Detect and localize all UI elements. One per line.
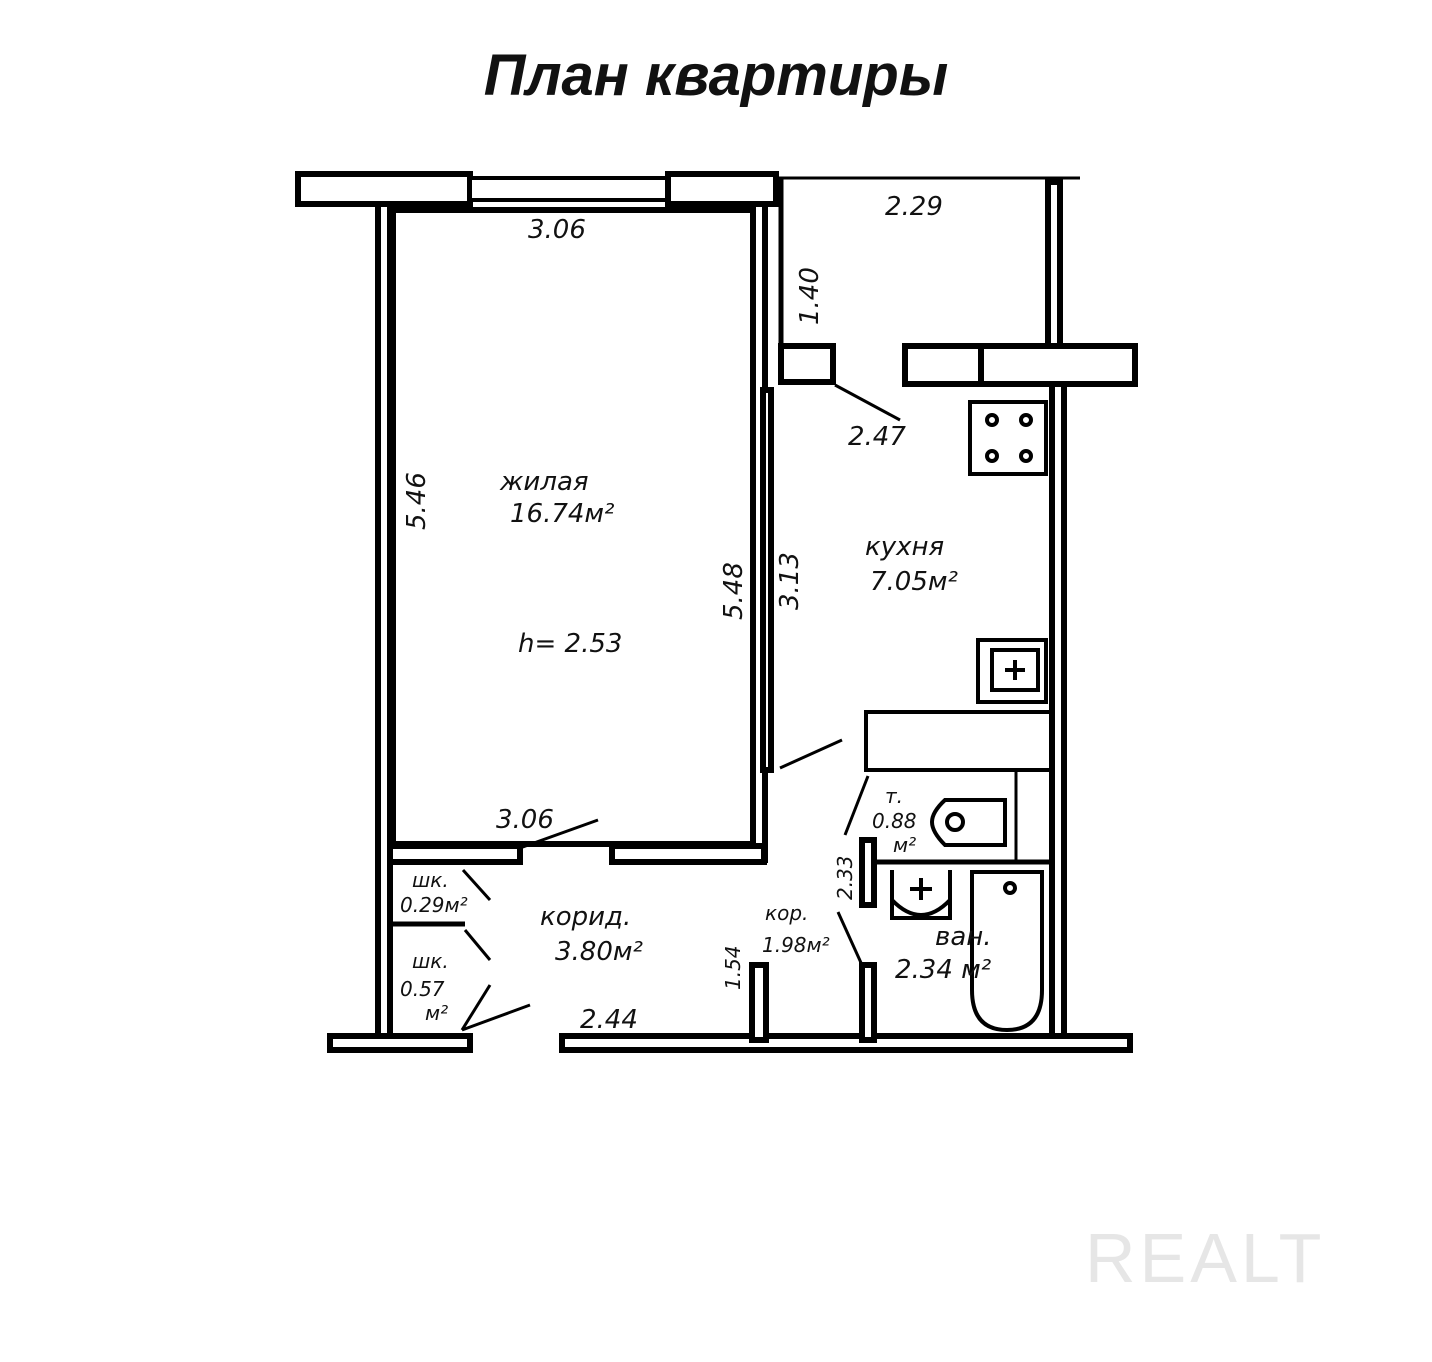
page-title: План квартиры [483,43,949,108]
dimension-labels: 3.06 3.06 5.46 5.48 2.29 1.40 2.47 3.13 … [402,192,943,1035]
doors [460,383,901,1032]
stove-icon [968,400,1048,476]
dim-corridor-side: 1.54 [721,945,745,990]
closet2-name: шк. [412,949,449,973]
living-window [468,176,670,202]
ceiling-height: h= 2.53 [518,629,622,659]
closet1-area: 0.29м² [400,893,468,917]
toilet-unit: м² [893,833,916,857]
kitchen-area: 7.05м² [870,567,958,597]
living-room-name: жилая [499,467,589,497]
toilet-icon [929,798,1007,847]
closet1-name: шк. [412,868,449,892]
fixtures [890,400,1048,1033]
closet2-area: 0.57 [400,977,445,1001]
corridor-name: корид. [540,902,631,932]
room-labels: жилая 16.74м² h= 2.53 кухня 7.05м² корид… [400,467,992,1025]
kitchen-name: кухня [865,532,944,562]
dim-kitchen-width: 2.47 [848,422,906,452]
dim-living-left: 5.46 [402,472,432,530]
toilet-name: т. [885,784,903,808]
dim-corridor-width: 2.44 [580,1005,638,1035]
washbasin-icon [890,870,952,920]
dim-kitchen-length: 3.13 [775,552,805,610]
bath-area: 2.34 м² [895,955,991,985]
corridor-area: 3.80м² [555,937,643,967]
walls [295,171,1138,1053]
dim-living-right: 5.48 [719,562,749,620]
realt-watermark: REALT [1085,1219,1325,1297]
dim-balcony-depth: 1.40 [795,267,825,325]
dim-living-bottom: 3.06 [496,805,554,835]
bathtub-icon [970,870,1044,1033]
bath-name: ван. [935,922,992,952]
closet2-unit: м² [425,1001,448,1025]
hall-area: 1.98м² [762,933,830,957]
living-room-area: 16.74м² [510,499,614,529]
hall-name: кор. [765,901,808,925]
dim-living-top: 3.06 [528,215,586,245]
kitchen-sink-icon [976,638,1048,704]
toilet-area: 0.88 [872,809,917,833]
dim-hall-length: 2.33 [833,855,857,900]
dim-balcony-width: 2.29 [885,192,943,222]
